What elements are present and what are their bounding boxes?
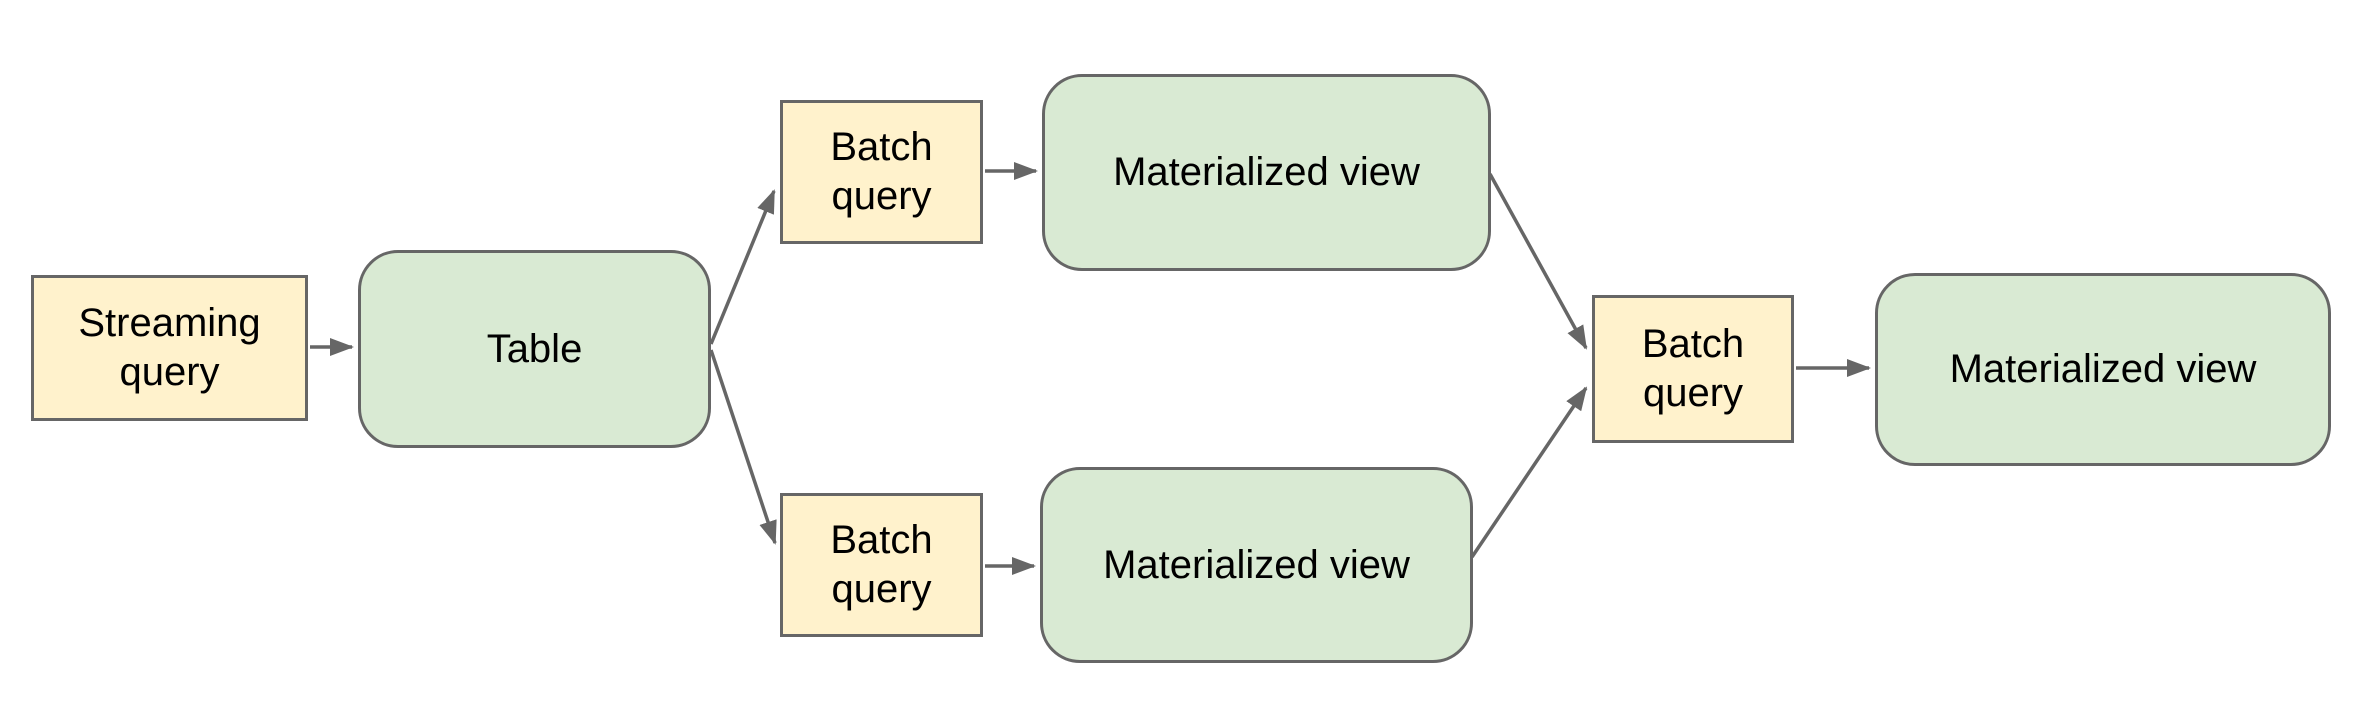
edge-mv-bottom-to-batch-right xyxy=(1470,386,1588,558)
node-batch-query-top: Batch query xyxy=(780,100,983,244)
node-batch-query-top-label: Batch query xyxy=(830,125,933,218)
node-materialized-view-bottom-label: Materialized view xyxy=(1103,542,1410,587)
node-materialized-view-final-label: Materialized view xyxy=(1949,347,2257,392)
node-batch-query-right: Batch query xyxy=(1592,295,1794,443)
node-batch-query-bottom: Batch query xyxy=(780,493,983,637)
node-streaming-query: Streaming query xyxy=(31,275,308,421)
edge-mv-top-to-batch-right xyxy=(1488,173,1588,350)
node-materialized-view-final: Materialized view xyxy=(1875,273,2331,466)
node-materialized-view-top: Materialized view xyxy=(1042,74,1491,271)
node-table: Table xyxy=(358,250,711,448)
node-materialized-view-top-label: Materialized view xyxy=(1113,150,1420,195)
edge-table-to-batch-bottom xyxy=(709,349,777,545)
node-materialized-view-bottom: Materialized view xyxy=(1040,467,1473,663)
edge-table-to-batch-top xyxy=(709,189,776,345)
node-table-label: Table xyxy=(486,326,583,371)
node-batch-query-right-label: Batch query xyxy=(1641,322,1745,415)
node-batch-query-bottom-label: Batch query xyxy=(830,518,933,611)
node-streaming-query-label: Streaming query xyxy=(78,301,261,394)
